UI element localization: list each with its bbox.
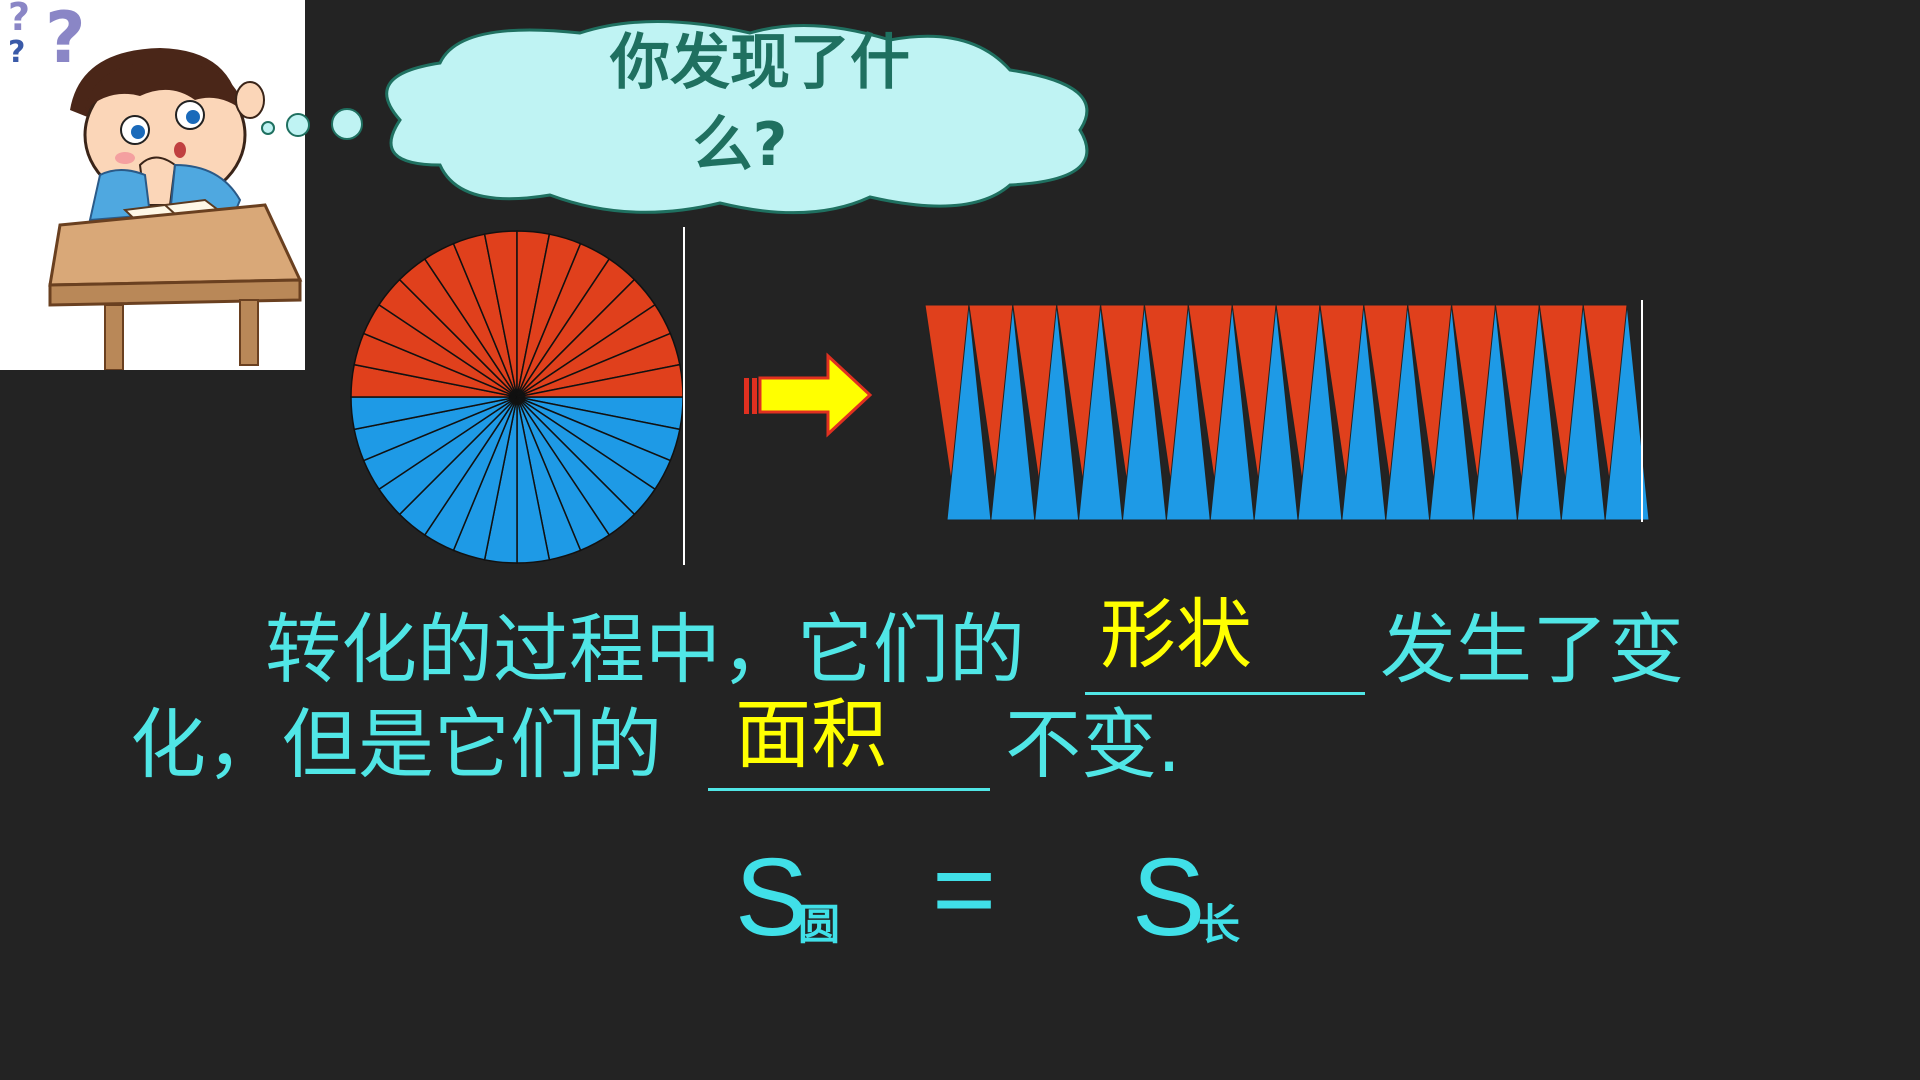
sentence-line2-end: 不变. [1005,700,1182,789]
blue-sector-piece [1165,304,1211,521]
thought-line-2: 么? [692,110,788,180]
blank-line-2 [708,788,990,791]
blue-sector-piece [1253,304,1299,521]
sentence-line2-start: 化，但是它们的 [130,700,662,789]
answer-shape: 形状 [1100,590,1252,679]
blue-sector-piece [1341,304,1387,521]
sector-circle [350,227,685,565]
thinking-student-icon: ? ? ? [0,0,305,371]
equals-sign: = [932,828,997,951]
blue-sector-piece [1604,304,1650,521]
sentence-line1-start: 转化的过程中，它们的 [265,605,1025,694]
blue-sector-piece [1560,304,1606,521]
rect-subscript: 长 [1198,900,1241,949]
blue-sector-piece [1078,304,1124,521]
circle-area-symbol: S [735,836,809,959]
rect-area-symbol: S [1132,836,1206,959]
circle-subscript: 圆 [798,900,841,949]
blue-sector-piece [1121,304,1167,521]
blue-sector-piece [990,304,1036,521]
svg-text:?: ? [45,0,86,79]
blue-sector-piece [1472,304,1518,521]
blue-sector-piece [1209,304,1255,521]
answer-area: 面积 [735,690,887,779]
blue-sector-piece [1429,304,1475,521]
blue-sector-piece [1297,304,1343,521]
blue-sector-piece [1385,304,1431,521]
svg-text:?: ? [8,0,30,39]
blank-line-1 [1085,692,1365,695]
rearranged-rectangle [924,300,1650,522]
blue-sector-piece [946,304,992,521]
blue-sector-piece [1516,304,1562,521]
right-arrow-icon [744,352,873,438]
thought-bubble [261,20,1089,215]
sentence-line1-end: 发生了变 [1380,605,1684,694]
svg-text:?: ? [8,35,25,70]
blue-sector-piece [1034,304,1080,521]
thought-line-1: 你发现了什 [610,28,910,98]
